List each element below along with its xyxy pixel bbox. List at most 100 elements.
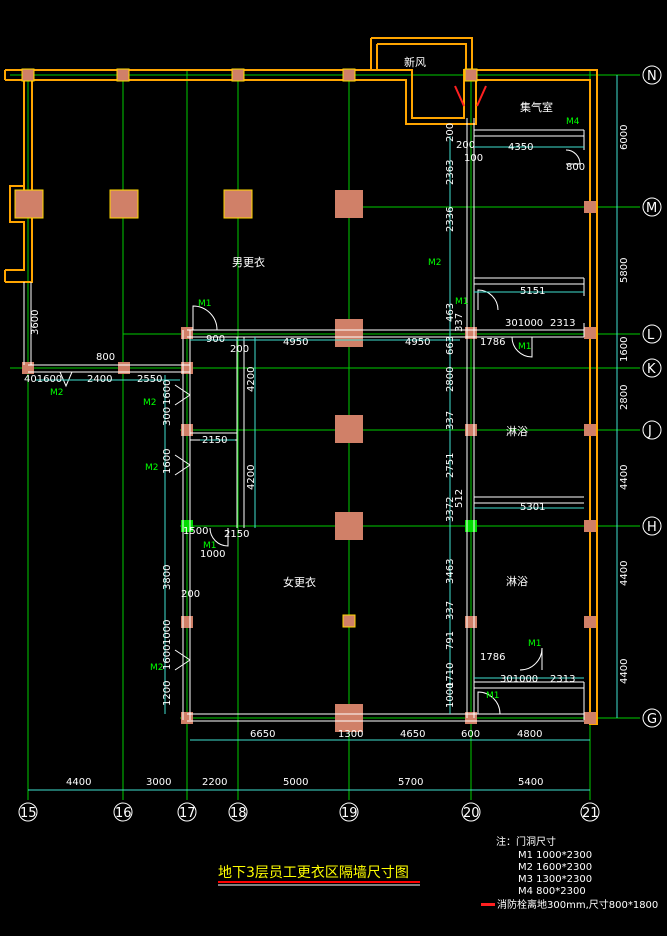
dim-text: 3463	[445, 559, 456, 584]
dim-text: 1000	[200, 549, 225, 560]
room-label-exhaust: 集气室	[520, 100, 553, 114]
axis-label-row: N	[647, 69, 657, 84]
dim-text: 1600	[162, 380, 173, 405]
dim-text: 5000	[283, 777, 308, 788]
axis-label-row: M	[646, 201, 657, 216]
dim-text: 2400	[87, 374, 112, 385]
dim-text: 200	[230, 344, 249, 355]
dim-text: 200	[445, 123, 456, 142]
dim-text: 5700	[398, 777, 423, 788]
dim-text: 1600	[162, 449, 173, 474]
note-hydrant: 消防栓离地300mm,尺寸800*1800	[497, 898, 658, 911]
column	[584, 201, 596, 213]
axis-label-row: K	[647, 362, 656, 377]
room-label-shower-upper: 淋浴	[506, 425, 528, 438]
dim-text: 2150	[224, 529, 249, 540]
column	[335, 415, 363, 443]
dim-text: 5800	[619, 258, 630, 283]
dim-text: 800	[566, 162, 585, 173]
axis-label-col: 16	[115, 806, 132, 821]
dim-text: 4650	[400, 729, 425, 740]
dim-text: 1300	[338, 729, 363, 740]
column	[342, 614, 356, 628]
column	[335, 319, 363, 347]
dimension-lines	[28, 75, 618, 791]
column	[14, 189, 44, 219]
column	[335, 190, 363, 218]
dim-text: 4950	[283, 337, 308, 348]
dim-text: 337	[445, 601, 456, 620]
door-tag: M2	[428, 258, 442, 268]
door-tag: M2	[50, 388, 64, 398]
dim-text: 5301	[520, 502, 545, 513]
room-label-fresh-air: 新风	[404, 55, 426, 69]
axis-label-row: H	[647, 520, 657, 535]
dim-text: 1000	[162, 620, 173, 645]
door-tag: M2	[150, 663, 164, 673]
dim-text: 1500	[183, 526, 208, 537]
axis-label-col: 20	[463, 806, 480, 821]
dim-text: 401600	[24, 374, 62, 385]
dim-text: 2150	[202, 435, 227, 446]
door-tag: M1	[198, 299, 212, 309]
dim-text: 800	[96, 352, 115, 363]
dim-text: 900	[206, 334, 225, 345]
room-label-male-locker: 男更衣	[232, 255, 265, 269]
dim-text: 3800	[162, 565, 173, 590]
column	[109, 189, 139, 219]
door-tag: M1	[203, 541, 217, 551]
note-m3: M3 1300*2300	[518, 874, 592, 885]
axis-grid	[10, 70, 640, 800]
dim-text: 1710	[445, 663, 456, 688]
dim-text: 2800	[445, 367, 456, 392]
axis-label-col: 17	[179, 806, 196, 821]
dim-text: 4400	[619, 561, 630, 586]
dim-text: 2313	[550, 674, 575, 685]
note-m1: M1 1000*2300	[518, 850, 592, 861]
note-m2: M2 1600*2300	[518, 862, 592, 873]
door-tags: M1 M1 M1 M1 M1 M1 M2 M2 M2 M2 M2 M4	[50, 117, 580, 701]
column	[116, 68, 130, 82]
columns	[14, 68, 596, 732]
dim-text: 2751	[445, 453, 456, 478]
door-notes: 注：门洞尺寸 M1 1000*2300 M2 1600*2300 M3 1300…	[481, 835, 658, 911]
dim-text: 3000	[146, 777, 171, 788]
dim-text: 1200	[162, 681, 173, 706]
dim-text: 200	[181, 589, 200, 600]
axis-label-col: 15	[20, 806, 37, 821]
note-heading: 注：门洞尺寸	[496, 835, 556, 848]
dim-text: 2800	[619, 385, 630, 410]
dim-text: 4350	[508, 142, 533, 153]
door-tag: M2	[143, 398, 157, 408]
door-tag: M4	[566, 117, 580, 127]
dim-text: 200	[456, 140, 475, 151]
axis-label-col: 19	[341, 806, 358, 821]
dim-text: 5400	[518, 777, 543, 788]
door-swings	[59, 149, 581, 715]
note-m4: M4 800*2300	[518, 886, 586, 897]
right-dims: 6000 5800 1600 2800 4400 4400 4400	[619, 125, 630, 684]
dim-text: 300	[162, 407, 173, 426]
dim-text: 4400	[66, 777, 91, 788]
column	[584, 616, 596, 628]
column	[464, 68, 478, 82]
column	[342, 68, 356, 82]
dim-text: 1786	[480, 652, 505, 663]
dim-text: 301000	[500, 674, 538, 685]
dim-text: 1600	[619, 337, 630, 362]
dim-text: 337	[445, 411, 456, 430]
axis-label-row: J	[647, 424, 652, 439]
axis-label-row: L	[647, 328, 655, 343]
dim-text: 100	[464, 153, 483, 164]
column	[21, 68, 35, 82]
room-label-female-locker: 女更衣	[283, 575, 316, 589]
axis-label-row: G	[647, 712, 657, 727]
column	[584, 712, 596, 724]
dim-text: 2200	[202, 777, 227, 788]
door-tag: M1	[528, 639, 542, 649]
door-tag: M1	[455, 297, 469, 307]
column	[584, 327, 596, 339]
row-axis-bubbles	[642, 65, 662, 728]
dim-text: 4800	[517, 729, 542, 740]
dim-text: 663	[445, 336, 456, 355]
